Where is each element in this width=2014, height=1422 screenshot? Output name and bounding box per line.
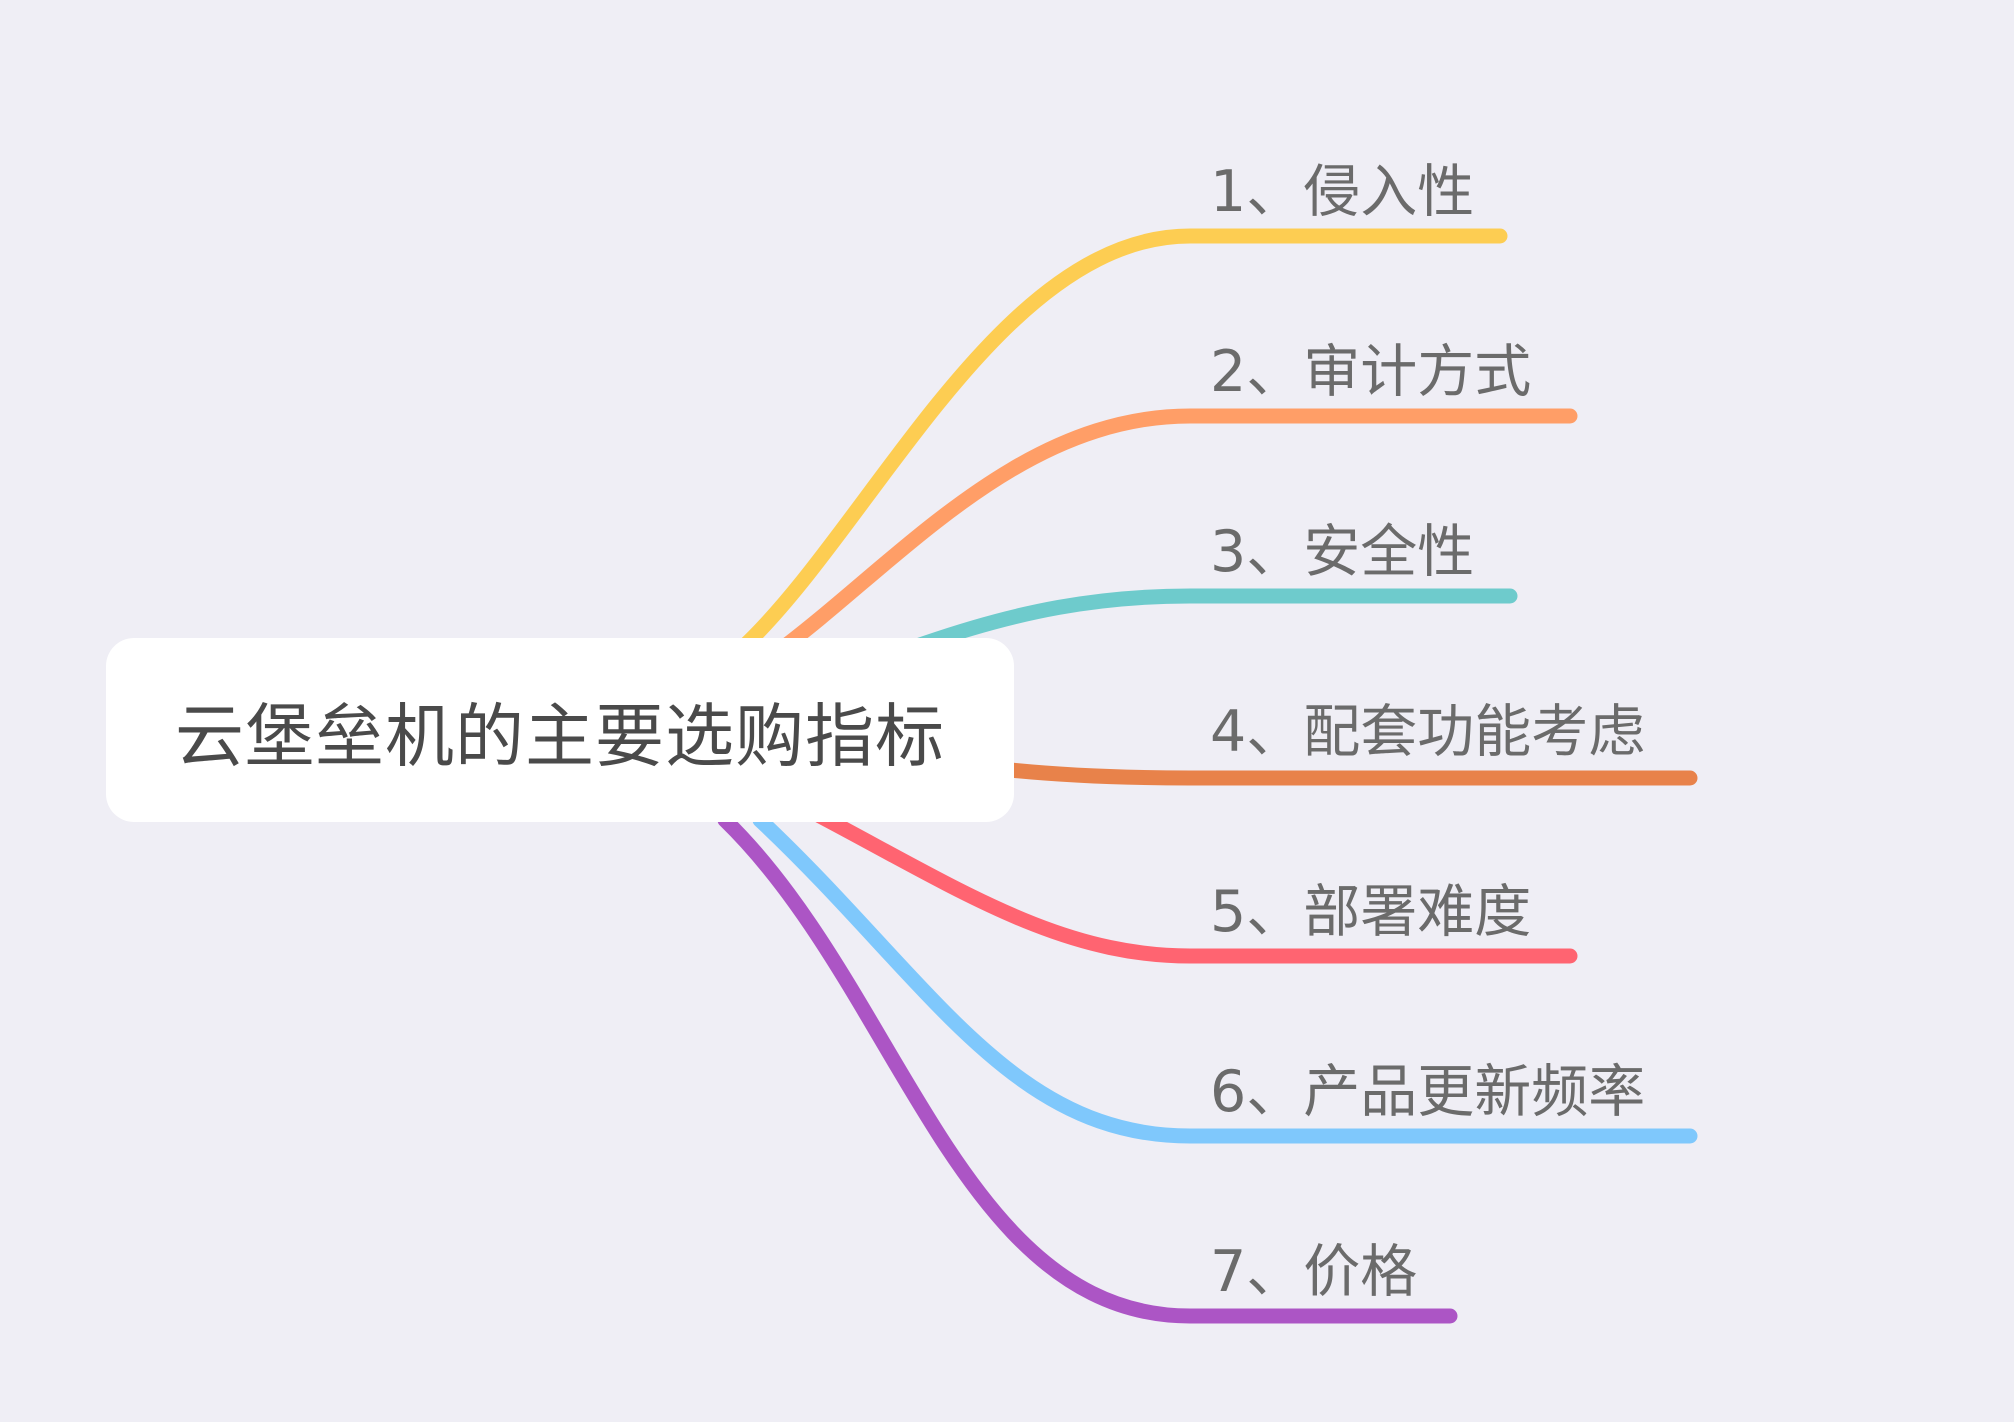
branch-label-2[interactable]: 2、审计方式 (1210, 339, 1532, 405)
branch-label-3[interactable]: 3、安全性 (1210, 519, 1475, 585)
branch-label-5[interactable]: 5、部署难度 (1210, 879, 1532, 945)
branch-label-7[interactable]: 7、价格 (1210, 1239, 1418, 1305)
root-node-label: 云堡垒机的主要选购指标 (175, 697, 945, 777)
root-node[interactable]: 云堡垒机的主要选购指标 (106, 638, 1014, 822)
branch-line-5 (812, 808, 1578, 964)
branch-label-1[interactable]: 1、侵入性 (1210, 159, 1475, 225)
branch-line-6 (752, 812, 1698, 1144)
branch-line-2 (772, 408, 1578, 658)
branch-label-6[interactable]: 6、产品更新频率 (1210, 1059, 1646, 1125)
branch-line-7 (717, 812, 1458, 1324)
branch-label-4[interactable]: 4、配套功能考虑 (1210, 699, 1646, 765)
branch-line-3 (912, 588, 1518, 653)
branch-line-1 (732, 228, 1508, 658)
branch-line-4 (1002, 762, 1698, 786)
